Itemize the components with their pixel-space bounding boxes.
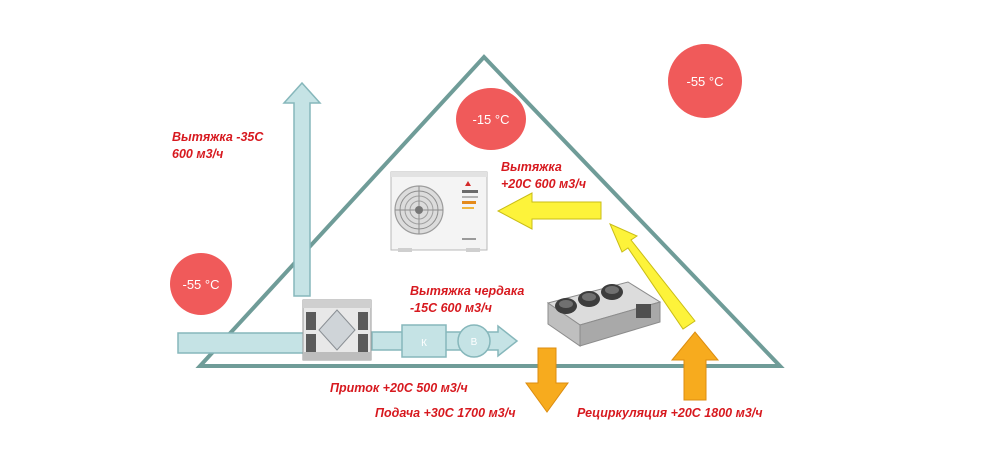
- fan-letter: В: [471, 337, 478, 348]
- exhaust-outdoor-arrow: [282, 81, 322, 297]
- temp-outside-left: -55 °C: [170, 253, 232, 315]
- fan-circle: [457, 324, 491, 358]
- recirculation-up-arrow: [670, 331, 720, 401]
- intake-duct: [177, 332, 305, 354]
- ducted-indoor-unit-icon: [546, 281, 662, 347]
- label-exhaust-indoor: Вытяжка +20С 600 м3/ч: [501, 159, 586, 193]
- label-exhaust-attic-line1: Вытяжка чердака: [410, 284, 525, 298]
- label-exhaust-attic: Вытяжка чердака -15С 600 м3/ч: [410, 283, 524, 317]
- heater-letter: К: [421, 338, 427, 349]
- label-exhaust-outdoor-line1: Вытяжка -35С: [172, 130, 264, 144]
- label-exhaust-attic-line2: -15С 600 м3/ч: [410, 301, 492, 315]
- label-exhaust-indoor-line1: Вытяжка: [501, 160, 562, 174]
- temp-attic: -15 °C: [456, 88, 526, 150]
- recirculation-diagonal-arrow: [609, 223, 696, 330]
- label-inflow: Приток +20С 500 м3/ч: [330, 381, 468, 395]
- house-triangle: [195, 54, 785, 368]
- exhaust-indoor-arrow: [496, 192, 602, 230]
- heater-box: [401, 324, 447, 358]
- label-exhaust-indoor-line2: +20С 600 м3/ч: [501, 177, 586, 191]
- label-recirculation: Рециркуляция +20С 1800 м3/ч: [577, 406, 763, 420]
- label-exhaust-outdoor-line2: 600 м3/ч: [172, 147, 224, 161]
- air-conditioner-outdoor-unit-icon: [390, 171, 488, 252]
- label-exhaust-outdoor: Вытяжка -35С 600 м3/ч: [172, 129, 263, 163]
- temp-outside-right: -55 °C: [668, 44, 742, 118]
- label-supply: Подача +30С 1700 м3/ч: [375, 406, 516, 420]
- heat-recovery-ventilator-icon: [302, 299, 372, 361]
- supply-down-arrow: [525, 347, 569, 413]
